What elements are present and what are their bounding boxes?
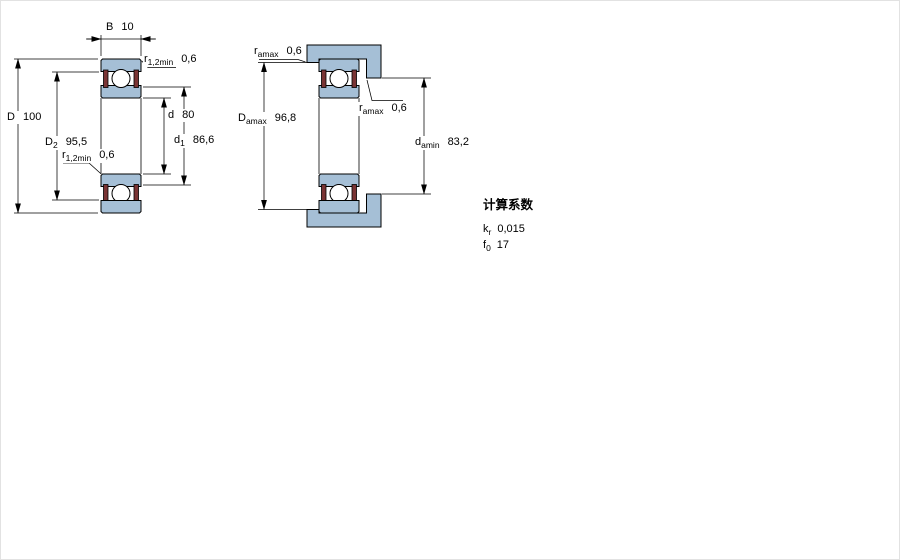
dim-label-bore-diameter-d: d 80 (167, 109, 196, 122)
inner-ring-bottom (318, 173, 360, 187)
seal-right-top (351, 69, 357, 88)
ball-bottom (329, 184, 349, 203)
inner-ring-top (100, 85, 142, 99)
dim-subscript: 1,2min (147, 57, 174, 68)
dim-subscript: 1,2min (65, 153, 92, 164)
dim-subscript: 2 (52, 140, 58, 151)
dim-value: 80 (182, 109, 195, 121)
outer-ring-top (318, 58, 360, 72)
seal-right-top (133, 69, 139, 88)
dim-symbol: r (254, 45, 258, 57)
factor-symbol: f (483, 239, 487, 251)
dim-symbol: r (359, 102, 363, 114)
factor-row-kr: kr 0,015 (482, 223, 526, 237)
seal-left-bottom (321, 184, 327, 203)
dim-value: 95,5 (65, 136, 88, 148)
ball-bottom (111, 184, 131, 203)
seal-left-top (103, 69, 109, 88)
left-view-cross-section (14, 35, 191, 214)
leader-r-left (63, 162, 102, 174)
seal-left-bottom (103, 184, 109, 203)
dim-label-damin: damin 83,2 (414, 136, 470, 150)
dim-symbol: r (144, 53, 148, 65)
ball-top (111, 69, 131, 88)
factor-row-f0: f0 17 (482, 239, 511, 254)
dim-label-ramax-mid: ramax 0,6 (358, 102, 408, 116)
dim-symbol: B (106, 21, 114, 33)
dim-label-ramax-top: ramax 0,6 (253, 45, 303, 59)
dim-subscript: amax (245, 116, 267, 127)
dim-symbol: D (238, 112, 246, 124)
dim-value: 10 (121, 21, 134, 33)
dim-value: 0,6 (286, 45, 302, 57)
inner-ring-top (318, 85, 360, 99)
dim-value: 100 (22, 111, 42, 123)
dim-symbol: d (174, 134, 181, 146)
dim-label-width-B: B 10 (105, 21, 135, 34)
dim-subscript: amax (257, 49, 279, 60)
dim-value: 0,6 (391, 102, 407, 114)
right-bearing-rings (318, 58, 360, 214)
inner-ring-bottom (100, 173, 142, 187)
dim-label-r12min-left: r1,2min 0,6 (61, 149, 116, 164)
dim-subscript: amin (421, 140, 440, 151)
dim-subscript: amax (362, 106, 384, 117)
leader-ra-mid (366, 79, 403, 101)
seal-right-bottom (133, 184, 139, 203)
calculation-factors-title: 计算系数 (483, 198, 534, 212)
dim-value: 86,6 (192, 134, 215, 146)
dim-label-r12min-top: r1,2min 0,6 (143, 53, 198, 68)
factor-subscript: r (488, 227, 492, 238)
seal-right-bottom (351, 184, 357, 203)
dim-label-shoulder-diameter-d1: d1 86,6 (173, 134, 216, 149)
dim-value: 0,6 (99, 149, 115, 161)
seal-left-top (321, 69, 327, 88)
dim-label-recess-diameter-D2: D2 95,5 (44, 136, 89, 151)
factor-value: 17 (496, 239, 510, 251)
factor-subscript: 0 (486, 243, 491, 254)
dim-label-outer-diameter-D: D 100 (6, 111, 43, 124)
dim-symbol: D (7, 111, 15, 123)
left-dimension-lines (14, 35, 191, 214)
outer-ring-bottom (100, 200, 142, 214)
ball-top (329, 69, 349, 88)
dim-symbol: r (62, 149, 66, 161)
dim-symbol: D (45, 136, 53, 148)
dim-value: 83,2 (447, 136, 469, 148)
dim-value: 0,6 (181, 53, 197, 65)
factor-symbol: k (483, 223, 489, 235)
dim-value: 96,8 (274, 112, 297, 124)
right-view-cross-section (258, 44, 431, 228)
dim-subscript: 1 (180, 138, 185, 149)
outer-ring-bottom (318, 200, 360, 214)
factor-value: 0,015 (497, 223, 525, 235)
dim-symbol: d (415, 136, 422, 148)
dim-symbol: d (168, 109, 175, 121)
left-bearing-rings (100, 58, 142, 214)
dim-label-Damax: Damax 96,8 (237, 112, 298, 127)
leader-ra-top (259, 59, 306, 63)
outer-ring-top (100, 58, 142, 72)
